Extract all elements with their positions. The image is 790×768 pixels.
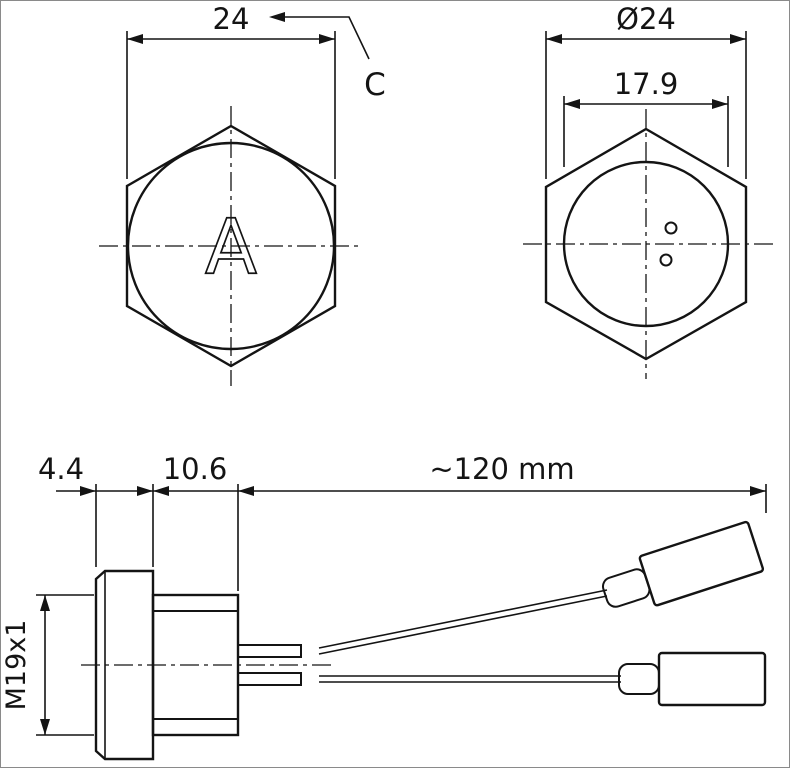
- rear-outer-diameter-dimension: Ø24: [545, 2, 747, 179]
- dim-arrow: [137, 486, 153, 496]
- dim-arrow-down: [40, 719, 50, 735]
- rear-hex-nut-outline: [544, 127, 748, 361]
- front-view: A 24 C: [99, 2, 386, 386]
- dim-arrow-right: [730, 34, 746, 44]
- rear-inner-diameter-dimension: 17.9: [563, 67, 729, 167]
- rear-outer-diameter-label: Ø24: [616, 2, 676, 36]
- body-length-label: 10.6: [163, 452, 228, 486]
- terminal-hole-lower: [659, 253, 673, 267]
- note-c-label: C: [364, 67, 386, 103]
- front-width-dim-label: 24: [213, 2, 250, 36]
- note-c-leader: C: [269, 12, 386, 103]
- dim-arrow-up: [40, 595, 50, 611]
- lead-length-label: ~120 mm: [429, 452, 574, 486]
- dim-arrow-left: [564, 99, 580, 109]
- threaded-body: [151, 593, 240, 737]
- dim-arrow: [238, 486, 254, 496]
- terminal-pin-lower: [237, 672, 302, 686]
- thread-spec-label: M19x1: [1, 620, 32, 711]
- dim-arrow-right: [319, 34, 335, 44]
- wire-edge: [318, 589, 608, 649]
- leader-arrow: [269, 12, 285, 22]
- body-outline: [151, 593, 240, 737]
- dim-arrow: [80, 486, 96, 496]
- crimp-sleeve: [618, 663, 660, 695]
- terminal-pin-upper: [237, 644, 302, 658]
- rear-view: Ø24 17.9: [523, 2, 775, 379]
- side-view: 4.4 10.6 ~120 mm M19x1: [1, 452, 767, 761]
- front-button-face-circle: [126, 141, 336, 351]
- insulated-sleeve: [638, 520, 765, 607]
- front-width-dimension: 24: [126, 2, 336, 179]
- dim-arrow: [153, 486, 169, 496]
- dim-arrow: [750, 486, 766, 496]
- thread-dimension: M19x1: [1, 594, 94, 736]
- insulated-sleeve: [657, 651, 767, 707]
- bezel-flange: [94, 569, 155, 761]
- dim-arrow-right: [712, 99, 728, 109]
- leader-line: [285, 16, 370, 60]
- lead-wire-upper: [318, 589, 608, 655]
- bezel-thickness-label: 4.4: [38, 452, 84, 486]
- rear-housing-circle: [562, 160, 730, 328]
- rear-inner-diameter-label: 17.9: [614, 67, 679, 101]
- spade-connector-upper: [601, 520, 765, 608]
- length-dimension-chain: 4.4 10.6 ~120 mm: [38, 452, 767, 591]
- terminal-hole-upper: [664, 221, 678, 235]
- dim-arrow-left: [546, 34, 562, 44]
- dim-arrow-left: [127, 34, 143, 44]
- front-actuator-letter: A: [205, 202, 257, 291]
- wire-edge: [318, 595, 608, 655]
- lead-wire-lower: [319, 675, 621, 683]
- bezel-outline: [94, 569, 155, 761]
- front-hex-nut-outline: [125, 124, 337, 368]
- spade-connector-lower: [618, 651, 767, 707]
